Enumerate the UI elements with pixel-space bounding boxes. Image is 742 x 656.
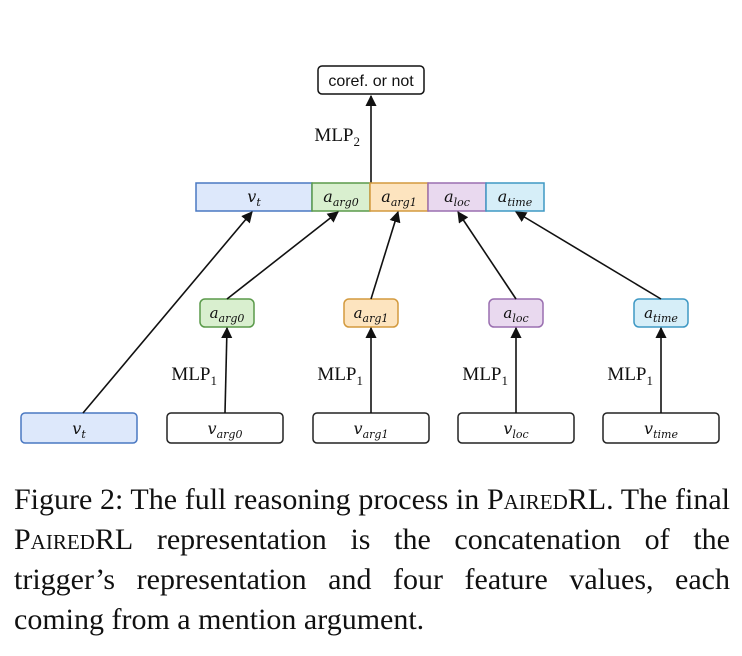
concat-cell-box bbox=[427, 182, 487, 212]
input-node-loc: vloc bbox=[457, 412, 575, 444]
mlp1-label-text: MLP bbox=[171, 364, 210, 385]
input-node-label-sub: t bbox=[81, 428, 86, 441]
input-node-label: vloc bbox=[503, 419, 528, 441]
concat-cell-loc: aloc bbox=[427, 182, 487, 212]
mlp1-label-sub: 1 bbox=[502, 373, 509, 388]
feature-node-label-sub: time bbox=[653, 312, 678, 325]
caption-name-1: PairedRL bbox=[486, 483, 607, 516]
feature-node-loc: aloc bbox=[488, 298, 544, 328]
input-node-arg1: varg1 bbox=[312, 412, 430, 444]
vt-arrow bbox=[82, 211, 253, 414]
concat-cell-label: aarg1 bbox=[381, 187, 416, 209]
mlp1-arrow bbox=[221, 326, 233, 414]
concat-cell-arg0: aarg0 bbox=[311, 182, 371, 212]
concat-cell-arg1: aarg1 bbox=[369, 182, 429, 212]
feature-arrow bbox=[515, 211, 662, 300]
concat-cell-label: aarg0 bbox=[323, 187, 358, 209]
input-node-label: varg1 bbox=[354, 419, 389, 441]
feature-node-label-sub: arg0 bbox=[219, 312, 245, 325]
output-node: coref. or not bbox=[317, 65, 425, 95]
concat-cell-box bbox=[195, 182, 313, 212]
mlp1-label-sub: 1 bbox=[647, 373, 654, 388]
concat-cell-box bbox=[485, 182, 545, 212]
concat-cell-label-base: a bbox=[381, 187, 391, 206]
mlp1-label-text: MLP bbox=[462, 364, 501, 385]
mlp1-label-sub: 1 bbox=[211, 373, 218, 388]
feature-node-arg1: aarg1 bbox=[343, 298, 399, 328]
concat-cell-label-sub: arg0 bbox=[333, 196, 359, 209]
mlp1-label-text: MLP bbox=[607, 364, 646, 385]
mlp2-label: MLP2 bbox=[314, 125, 360, 149]
mlp2-label-text: MLP bbox=[314, 125, 353, 146]
feature-node-label-base: a bbox=[644, 304, 653, 322]
feature-node-label-sub: arg1 bbox=[363, 312, 389, 325]
input-node-label-base: v bbox=[72, 419, 81, 438]
caption-mid: . The final bbox=[606, 483, 731, 516]
feature-node-label: aarg1 bbox=[354, 304, 389, 325]
concat-cell-label-sub: loc bbox=[454, 196, 470, 209]
caption-prefix: Figure 2: The full reasoning process in bbox=[14, 483, 487, 516]
concat-cell-t: vt bbox=[195, 182, 313, 212]
feature-node-label-base: a bbox=[503, 304, 512, 322]
input-node-t: vt bbox=[20, 412, 138, 444]
concat-cell-time: atime bbox=[485, 182, 545, 212]
input-node-box bbox=[20, 412, 138, 444]
mlp1-label: MLP1 bbox=[317, 364, 363, 388]
mlp1-label: MLP1 bbox=[462, 364, 508, 388]
concat-cell-label: atime bbox=[498, 187, 533, 209]
input-node-label-sub: arg1 bbox=[363, 428, 389, 441]
input-node-label-sub: time bbox=[653, 428, 678, 441]
mlp1-label: MLP1 bbox=[171, 364, 217, 388]
feature-node-label: aloc bbox=[503, 304, 528, 325]
input-node-label-base: v bbox=[644, 419, 653, 438]
input-node-label-base: v bbox=[354, 419, 363, 438]
input-node-label-base: v bbox=[208, 419, 217, 438]
feature-node-arg0: aarg0 bbox=[199, 298, 255, 328]
concat-cell-label-sub: t bbox=[256, 196, 261, 209]
concat-cell-label: aloc bbox=[444, 187, 470, 209]
output-label: coref. or not bbox=[328, 73, 414, 90]
caption-name-2: PairedRL bbox=[14, 523, 134, 556]
input-node-label-sub: arg0 bbox=[217, 428, 243, 441]
concat-cell-label-sub: arg1 bbox=[391, 196, 417, 209]
feature-node-label: atime bbox=[644, 304, 678, 325]
concat-cell-label-base: v bbox=[247, 187, 256, 206]
mlp2-label-sub: 2 bbox=[354, 134, 361, 149]
figure-caption: Figure 2: The full reasoning process in … bbox=[14, 480, 730, 640]
input-node-time: vtime bbox=[602, 412, 720, 444]
input-node-label: vtime bbox=[644, 419, 678, 441]
input-node-arg0: varg0 bbox=[166, 412, 284, 444]
input-node-label-base: v bbox=[503, 419, 512, 438]
arrows bbox=[82, 210, 667, 414]
concat-cell-label-base: a bbox=[498, 187, 508, 206]
feature-node-label-base: a bbox=[354, 304, 363, 322]
caption-rest: representation is the concatenation of t… bbox=[14, 523, 730, 636]
mlp1-label-text: MLP bbox=[317, 364, 356, 385]
feature-node-label-base: a bbox=[210, 304, 219, 322]
feature-arrow bbox=[457, 211, 517, 300]
mlp1-label: MLP1 bbox=[607, 364, 653, 388]
feature-node-label-sub: loc bbox=[512, 312, 528, 325]
concat-cell-label-base: a bbox=[444, 187, 454, 206]
input-node-label: varg0 bbox=[208, 419, 243, 441]
feature-arrow bbox=[370, 210, 401, 300]
feature-node-time: atime bbox=[633, 298, 689, 328]
feature-arrow bbox=[226, 211, 339, 300]
input-node-label-sub: loc bbox=[512, 428, 528, 441]
mlp1-label-sub: 1 bbox=[357, 373, 364, 388]
concat-cell-label-sub: time bbox=[507, 196, 532, 209]
concat-cell-label: vt bbox=[247, 187, 261, 209]
concat-cell-box bbox=[369, 182, 429, 212]
input-node-label: vt bbox=[72, 419, 86, 441]
feature-node-label: aarg0 bbox=[210, 304, 245, 325]
concat-cell-label-base: a bbox=[323, 187, 333, 206]
